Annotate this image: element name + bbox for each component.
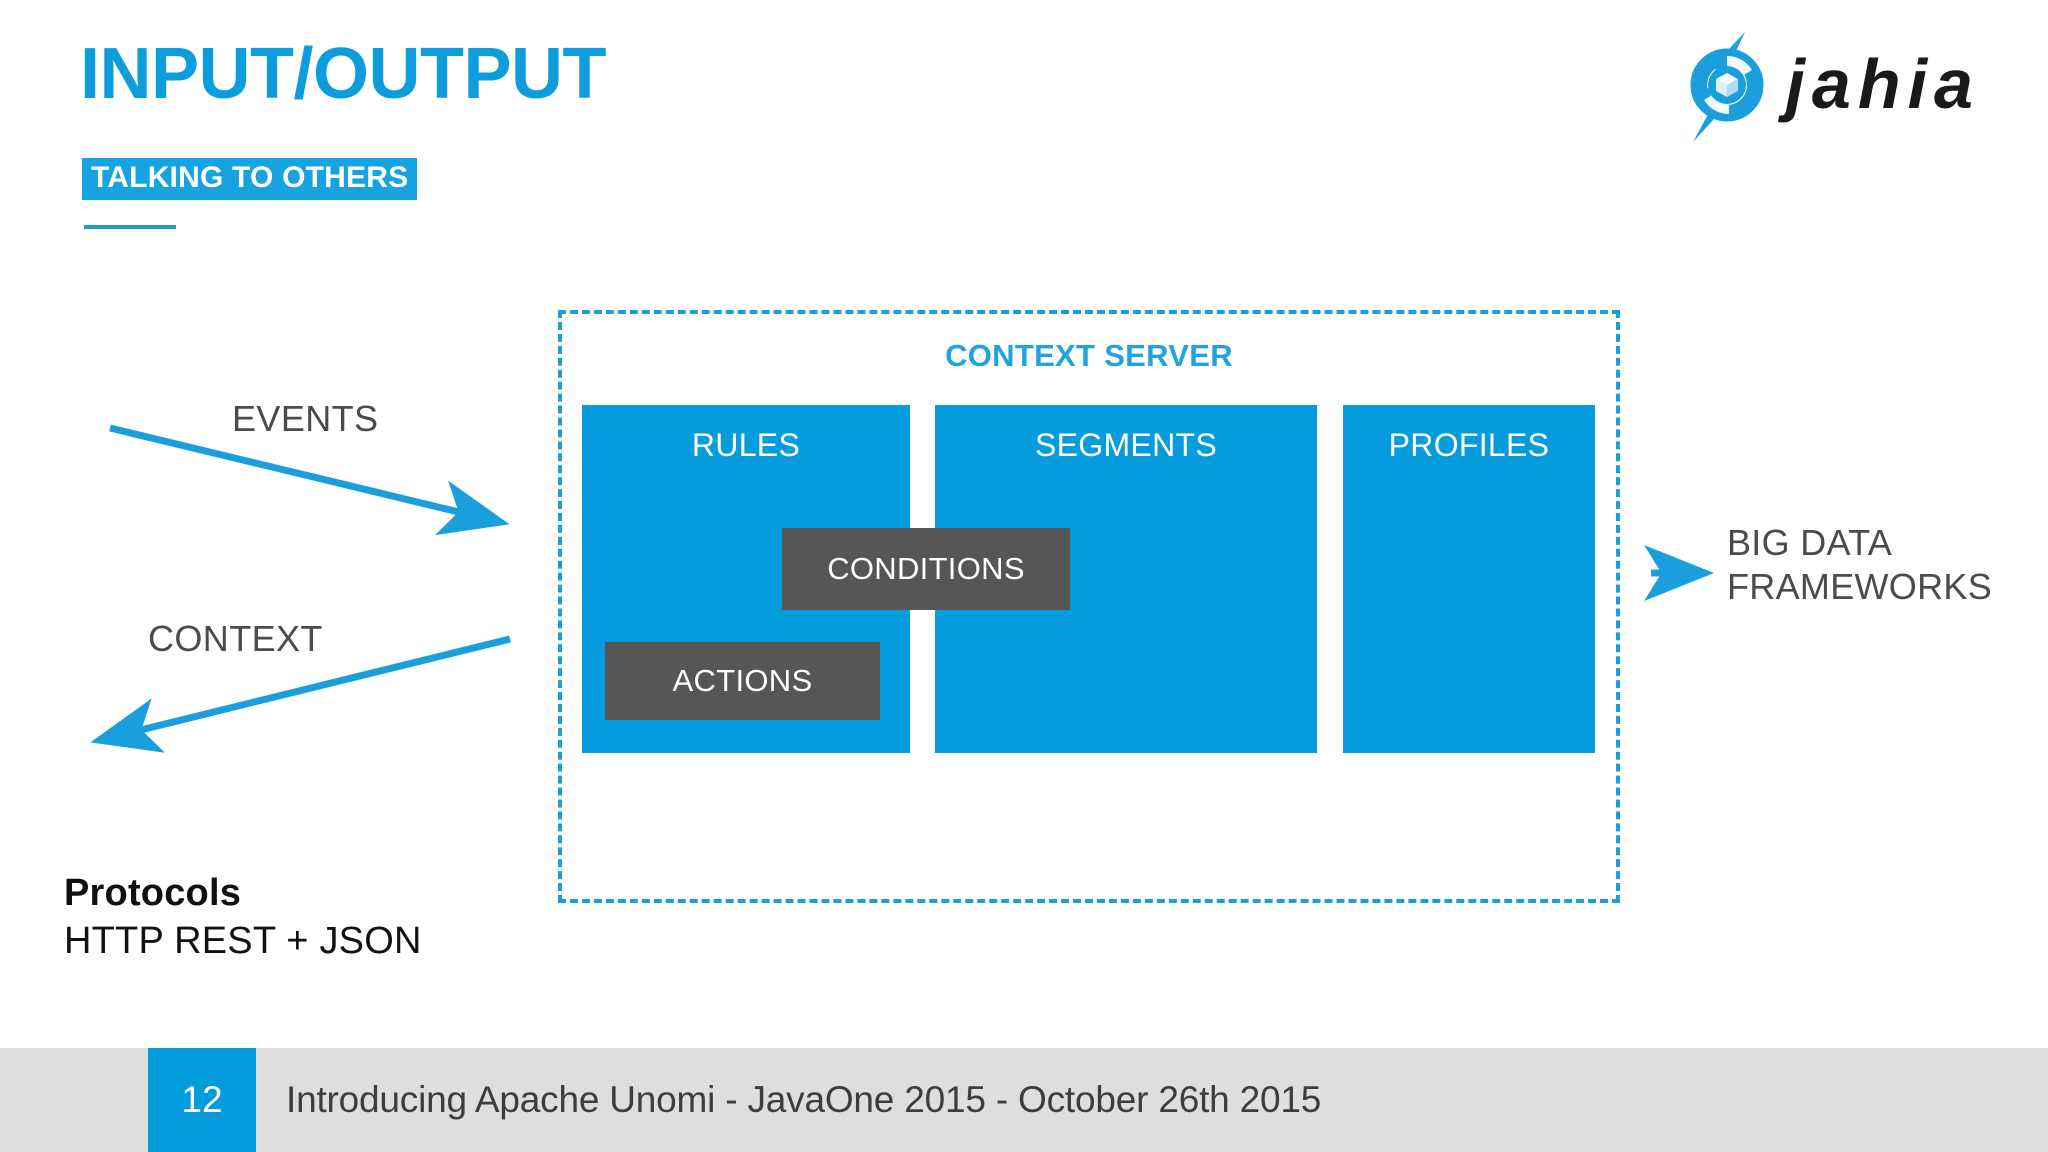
context-server-boundary [558, 310, 1620, 903]
label-big-data-frameworks: BIG DATA FRAMEWORKS [1727, 521, 1992, 609]
protocols-block: Protocols HTTP REST + JSON [64, 870, 422, 965]
subtitle-divider [84, 225, 176, 229]
chip-conditions[interactable]: CONDITIONS [782, 528, 1070, 610]
brand-logo: jahia [1690, 32, 1980, 142]
page-title: INPUT/OUTPUT [80, 34, 606, 114]
column-profiles-label: PROFILES [1388, 427, 1550, 463]
brand-wordmark: jahia [1785, 45, 1980, 123]
page-number-badge: 12 [148, 1048, 256, 1152]
protocols-title: Protocols [64, 872, 242, 914]
column-profiles[interactable]: PROFILES [1343, 405, 1595, 753]
jahia-bolt-cube-icon [1690, 32, 1764, 142]
column-rules-label: RULES [691, 427, 801, 463]
column-segments-label: SEGMENTS [1035, 427, 1217, 463]
events-arrow [109, 424, 510, 536]
context-server-label: CONTEXT SERVER [945, 338, 1233, 373]
protocols-value: HTTP REST + JSON [64, 919, 422, 962]
label-context: CONTEXT [148, 618, 323, 659]
footer-text: Introducing Apache Unomi - JavaOne 2015 … [286, 1079, 1322, 1120]
label-events: EVENTS [232, 398, 379, 439]
chip-actions[interactable]: ACTIONS [605, 642, 880, 720]
slide-footer: 12 Introducing Apache Unomi - JavaOne 20… [0, 1048, 2048, 1152]
big-data-line-1: BIG DATA [1727, 522, 1893, 563]
big-data-line-2: FRAMEWORKS [1727, 565, 1993, 607]
page-subtitle-badge: TALKING TO OTHERS [82, 158, 418, 200]
